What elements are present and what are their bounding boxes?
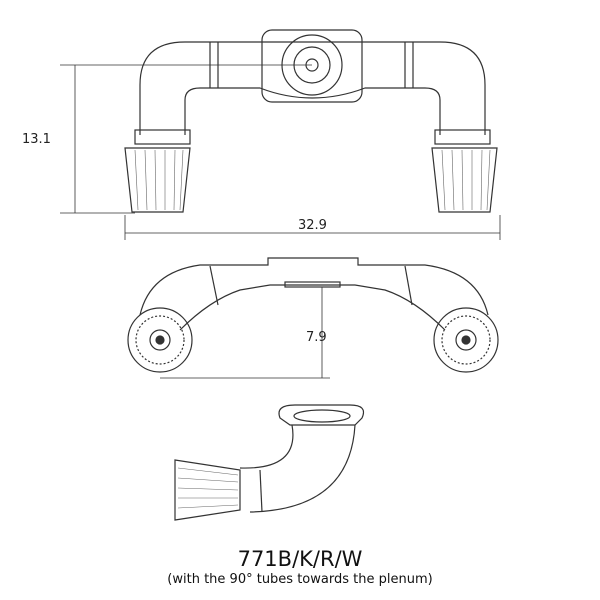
depth-dimension-label: 7.9	[306, 330, 327, 345]
side-view	[174, 404, 365, 521]
filter-right	[431, 147, 498, 213]
front-view	[127, 257, 499, 379]
height-dimension-label: 13.1	[22, 132, 51, 147]
filter-side	[174, 459, 241, 521]
filter-left-end	[127, 307, 193, 373]
width-dimension-label: 32.9	[298, 218, 327, 233]
filter-right-end	[433, 307, 499, 373]
part-number: 771B/K/R/W	[237, 547, 363, 571]
top-view	[60, 29, 501, 240]
filter-left	[124, 147, 191, 213]
caption-note: (with the 90° tubes towards the plenum)	[167, 572, 433, 587]
